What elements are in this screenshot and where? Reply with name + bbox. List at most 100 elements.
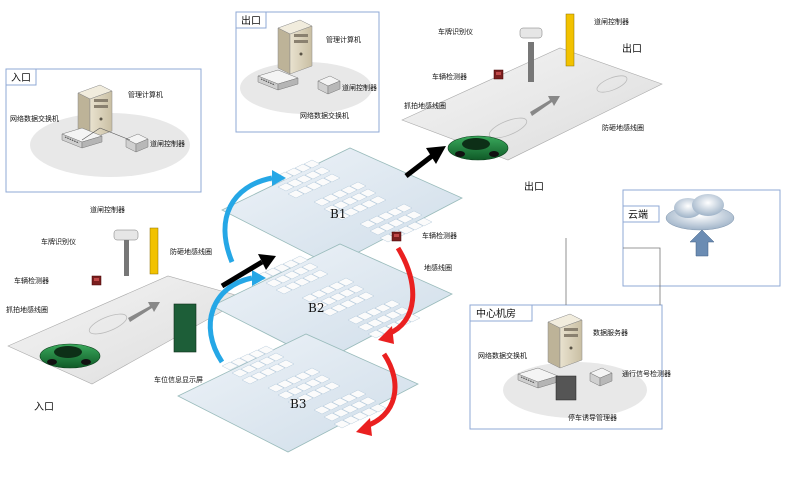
up-arrow-b2-b1 (222, 170, 286, 263)
parking-space (322, 401, 340, 411)
data-server-icon (547, 313, 583, 369)
parking-space (294, 371, 312, 381)
parking-space (273, 263, 291, 273)
parking-space (357, 322, 375, 332)
entrance-loop-coil-label: 抓拍地感线圈 (6, 305, 48, 314)
down-arrow-b1-b2 (378, 246, 416, 344)
parking-space (323, 173, 341, 183)
parking-space (360, 407, 378, 417)
parking-space (267, 383, 285, 393)
parking-space (295, 174, 313, 184)
parking-space (328, 281, 346, 291)
parking-space (274, 274, 292, 284)
exit-lane-title: 出口 (622, 42, 642, 55)
parking-space (241, 375, 259, 385)
parking-space (406, 221, 424, 231)
parking-space (332, 200, 350, 210)
parking-space (275, 285, 293, 295)
parking-space (378, 222, 396, 232)
entrance-plate-camera-label: 车牌识别仪 (41, 237, 76, 246)
parking-space (415, 217, 433, 227)
parking-space (331, 397, 349, 407)
parking-space (333, 419, 351, 429)
parking-space (341, 196, 359, 206)
parking-space (331, 189, 349, 199)
parking-space (311, 269, 329, 279)
entry-room-panel: 入口 管理计算机 网络数据交换机 道闸控制器 (5, 68, 202, 193)
parking-space (294, 163, 312, 173)
parking-space (291, 255, 309, 265)
entrance-plate-camera-icon (113, 229, 139, 241)
entrance-car-icon (39, 343, 101, 369)
parking-space (302, 273, 320, 283)
cloud-panel: 云端 (622, 189, 781, 287)
parking-space (305, 389, 323, 399)
parking-space (347, 284, 365, 294)
parking-space (295, 382, 313, 392)
parking-space (350, 400, 368, 410)
level-b2-label: B2 (308, 301, 324, 315)
entrance-anti-smash-coil-label: 防砸地感线圈 (170, 247, 212, 256)
parking-space (303, 159, 321, 169)
parking-space (375, 314, 393, 324)
parking-space (304, 378, 322, 388)
exit-car-icon (447, 135, 509, 161)
exit-room-panel: 出口 管理计算机 道闸控制器 网络数据交换机 (235, 11, 380, 133)
parking-space (292, 266, 310, 276)
parking-space (303, 367, 321, 377)
parking-space (319, 285, 337, 295)
parking-space (239, 353, 257, 363)
parking-space (365, 307, 383, 317)
exit-barrier-controller-label: 道闸控制器 (594, 17, 629, 26)
space-display-icon (173, 303, 197, 353)
exit-loop-coil-label: 抓拍地感线圈 (404, 101, 446, 110)
exit-management-computer-icon (277, 19, 313, 75)
parking-space (397, 225, 415, 235)
parking-space (286, 386, 304, 396)
down-arrow-b2-b3 (356, 352, 398, 436)
parking-space (323, 412, 341, 422)
parking-space (359, 219, 377, 229)
parking-space (277, 182, 295, 192)
parking-space (350, 192, 368, 202)
entrance-barrier-icon (149, 227, 159, 275)
entry-switch-label: 网络数据交换机 (10, 114, 59, 123)
parking-space (405, 210, 423, 220)
parking-space (384, 310, 402, 320)
parking-space (332, 408, 350, 418)
parking-space (287, 189, 305, 199)
parking-space (314, 385, 332, 395)
dc-switch-label: 网络数据交换机 (478, 351, 527, 360)
parking-space (323, 204, 341, 214)
parking-space (386, 207, 404, 217)
parking-space (311, 300, 329, 310)
parking-space (267, 352, 285, 362)
exit-switch-label: 网络数据交换机 (300, 111, 349, 120)
entrance-vehicle-detector-icon (91, 275, 102, 286)
parking-space (369, 226, 387, 236)
exit-camera-pole-icon (528, 42, 534, 82)
parking-space (360, 199, 378, 209)
parking-space (313, 405, 331, 415)
dc-detector-label: 通行信号检测器 (622, 369, 671, 378)
parking-space (339, 299, 357, 309)
parking-space (329, 292, 347, 302)
exit-vehicle-detector-label: 车辆检测器 (432, 72, 467, 81)
parking-space (249, 360, 267, 370)
level-vehicle-detector-label: 车辆检测器 (422, 231, 457, 240)
entrance-lane-label: 入口 (34, 402, 54, 413)
level-ground-coil-label: 地感线圈 (424, 263, 452, 272)
entrance-lane: 道闸控制器 车牌识别仪 车辆检测器 抓拍地感线圈 防砸地感线圈 车位信息显示屏 … (6, 205, 247, 413)
parking-space (250, 371, 268, 381)
parking-space (301, 293, 319, 303)
parking-space (277, 359, 295, 369)
parking-space (313, 166, 331, 176)
exit-controller-label: 道闸控制器 (342, 83, 377, 92)
parking-space (259, 367, 277, 377)
entry-controller-label: 道闸控制器 (150, 139, 185, 148)
parking-space (296, 393, 314, 403)
parking-space (301, 262, 319, 272)
entrance-vehicle-detector-label: 车辆检测器 (14, 276, 49, 285)
parking-space (347, 315, 365, 325)
parking-space (276, 379, 294, 389)
